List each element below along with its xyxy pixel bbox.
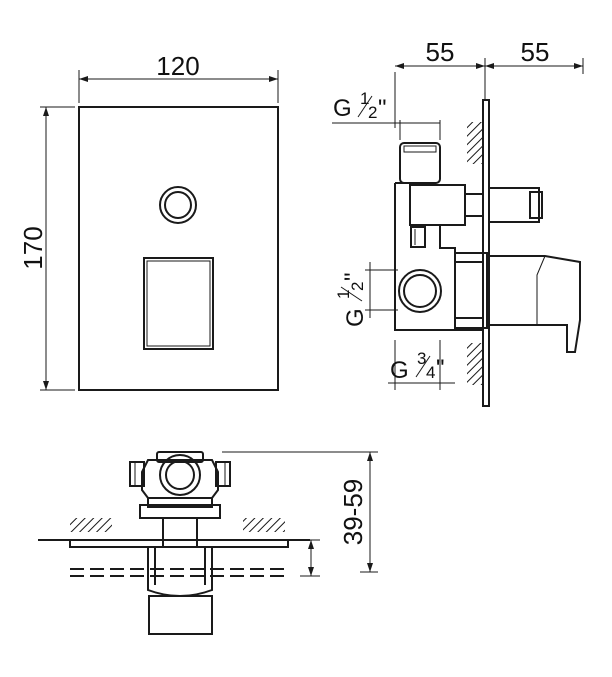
svg-text:G: G — [342, 308, 369, 327]
wall-depth-dimension: 39-59 — [222, 451, 378, 577]
svg-text:1: 1 — [334, 290, 353, 299]
plan-view: 39-59 — [38, 451, 378, 635]
width-dimension: 120 — [78, 51, 279, 103]
svg-text:1: 1 — [360, 89, 369, 108]
depth-label-left: 55 — [426, 37, 455, 67]
svg-text:G: G — [390, 357, 409, 384]
top-inlet — [399, 142, 441, 184]
wall-depth-label: 39-59 — [338, 479, 368, 546]
depth-dimensions: 55 55 — [394, 37, 584, 128]
small-window — [410, 226, 426, 248]
plan-wall-hatch-right — [243, 518, 285, 532]
side-handle — [455, 252, 488, 329]
depth-label-right: 55 — [521, 37, 550, 67]
diverter-knob-inner — [164, 191, 192, 219]
connection-top-label: G 1 2 " — [332, 89, 441, 140]
middle-inlet-inner — [403, 274, 437, 308]
svg-text:2: 2 — [368, 103, 377, 122]
side-view: 55 55 G — [332, 37, 584, 407]
connection-middle-label: G 1 2 " — [334, 262, 398, 327]
wall-hatch-top — [467, 122, 483, 164]
outlet-nipple — [488, 187, 540, 223]
plan-body — [141, 459, 219, 499]
diverter-knob-outer — [159, 186, 197, 224]
wall-hatch-bottom — [467, 343, 483, 385]
top-outlet — [409, 184, 466, 226]
plan-inlet-outer — [159, 454, 201, 496]
svg-text:4: 4 — [426, 363, 435, 382]
width-label: 120 — [156, 51, 199, 81]
cover-plate — [78, 106, 279, 391]
svg-text:3: 3 — [417, 349, 426, 368]
height-dimension: 170 — [18, 106, 75, 391]
plan-wall-hatch-left — [70, 518, 112, 532]
mixer-handle — [143, 257, 214, 350]
connection-bottom-label: G 3 4 " — [388, 340, 455, 390]
height-label: 170 — [18, 226, 48, 269]
front-view: 120 170 — [18, 51, 279, 391]
svg-text:G: G — [333, 95, 352, 122]
svg-text:": " — [340, 272, 367, 281]
middle-inlet-outer — [398, 269, 442, 313]
plan-cover-plate — [69, 539, 289, 548]
plan-inlet-inner — [165, 460, 195, 490]
svg-text:": " — [436, 355, 445, 382]
plan-handle — [148, 595, 213, 635]
mixer-handle-inner — [146, 260, 211, 347]
svg-text:": " — [378, 95, 387, 122]
svg-text:2: 2 — [348, 282, 367, 291]
